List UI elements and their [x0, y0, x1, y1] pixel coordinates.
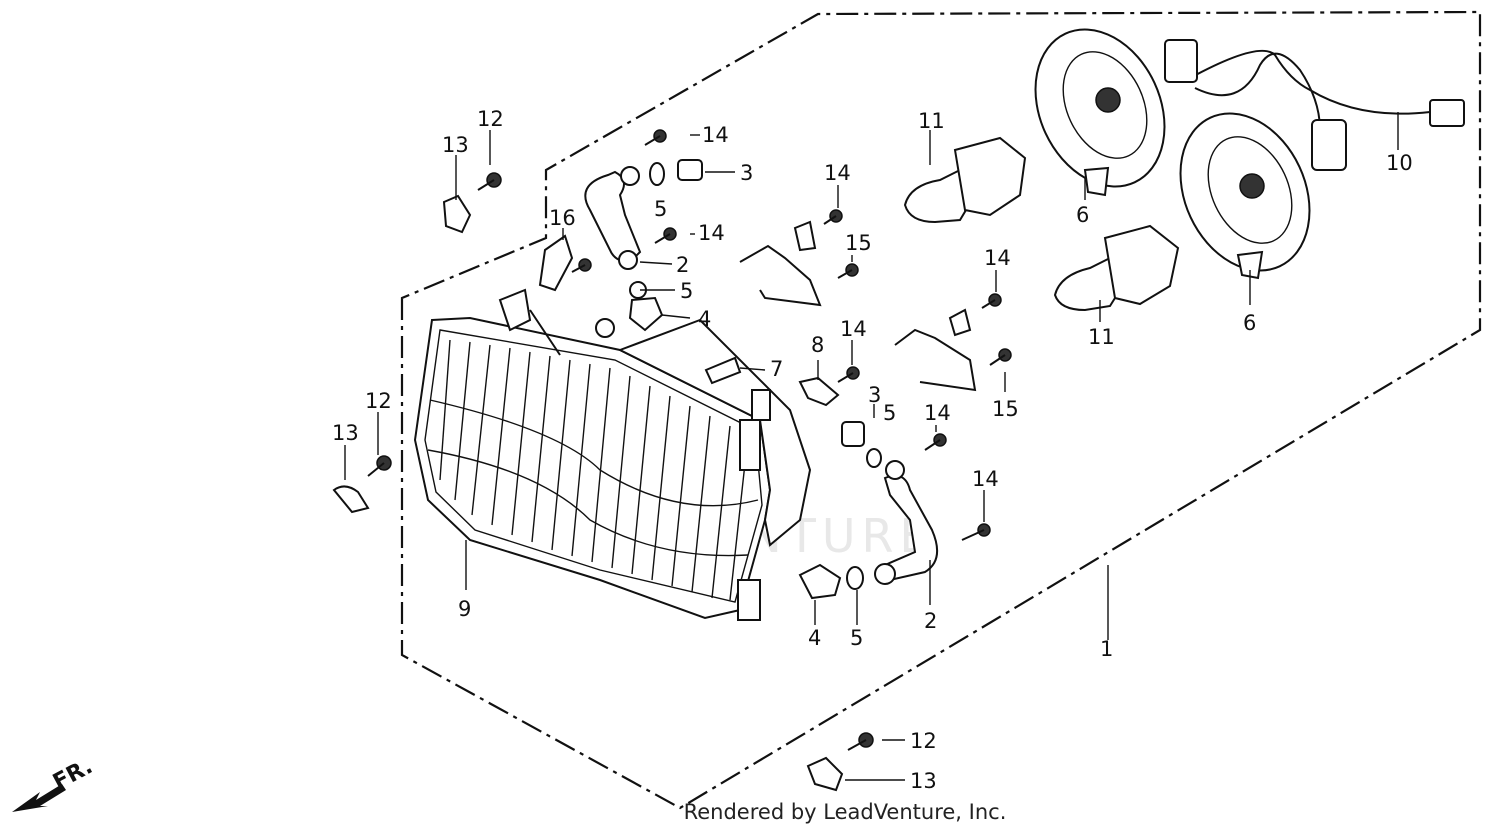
callout-5-d: 5	[850, 626, 863, 650]
callout-4-lower: 4	[808, 626, 821, 650]
callout-10: 10	[1386, 151, 1413, 175]
callout-14-c: 14	[824, 161, 851, 185]
callout-13-top: 13	[442, 133, 469, 157]
bracket-icon	[538, 234, 574, 292]
callout-13-bottom: 13	[910, 769, 937, 793]
callout-2-lower: 2	[924, 609, 937, 633]
callout-12-left: 12	[365, 389, 392, 413]
callout-6-lower: 6	[1243, 311, 1256, 335]
callout-12-bottom: 12	[910, 729, 937, 753]
adjuster-pipe-lower-icon	[874, 460, 939, 585]
socket-icon-lower	[1179, 112, 1311, 280]
callout-3-lower: 3	[868, 383, 881, 407]
wire-harness-icon	[1164, 39, 1465, 171]
clip-icon	[332, 194, 844, 792]
callout-13-left: 13	[332, 421, 359, 445]
callout-6-upper: 6	[1076, 203, 1089, 227]
socket-icon-upper	[1034, 28, 1166, 197]
cap-icon	[798, 376, 840, 407]
callout-9: 9	[458, 597, 471, 621]
callout-15-upper: 15	[845, 231, 872, 255]
adjuster-spring-icon	[628, 159, 882, 600]
callout-14-f: 14	[924, 401, 951, 425]
callout-14-b: 14	[698, 221, 725, 245]
bulb-icon-lower	[1053, 224, 1180, 312]
callout-1: 1	[1100, 637, 1113, 661]
screw-icon	[367, 129, 1012, 751]
wire-spring-icon	[739, 220, 977, 392]
callout-5-c: 5	[883, 401, 896, 425]
callout-5-b: 5	[680, 279, 693, 303]
callout-11-lower: 11	[1088, 325, 1115, 349]
footer-credit: Rendered by LeadVenture, Inc.	[683, 800, 1007, 824]
callout-14-a: 14	[702, 123, 729, 147]
callout-5-a: 5	[654, 197, 667, 221]
callout-16: 16	[549, 206, 576, 230]
bulb-icon-upper	[903, 136, 1027, 224]
rubber-icon	[704, 356, 742, 385]
leader-lines	[344, 112, 1399, 781]
callout-12-top: 12	[477, 107, 504, 131]
callout-11-upper: 11	[918, 109, 945, 133]
callout-labels: 1 2 2 3 3 4 4 5 5 5 5 6 6 7 8 9 10 11 11…	[332, 107, 1413, 793]
callout-4-upper: 4	[698, 307, 711, 331]
callout-14-d: 14	[840, 317, 867, 341]
callout-14-g: 14	[972, 467, 999, 491]
assembly-boundary	[400, 10, 1482, 810]
callout-8: 8	[811, 333, 824, 357]
callout-3-upper: 3	[740, 161, 753, 185]
adjuster-pipe-upper-icon	[584, 166, 642, 270]
callout-2-upper: 2	[676, 253, 689, 277]
callout-7: 7	[770, 357, 783, 381]
callout-14-e: 14	[984, 246, 1011, 270]
callout-15-lower: 15	[992, 397, 1019, 421]
headlight-lens-icon	[413, 288, 812, 621]
